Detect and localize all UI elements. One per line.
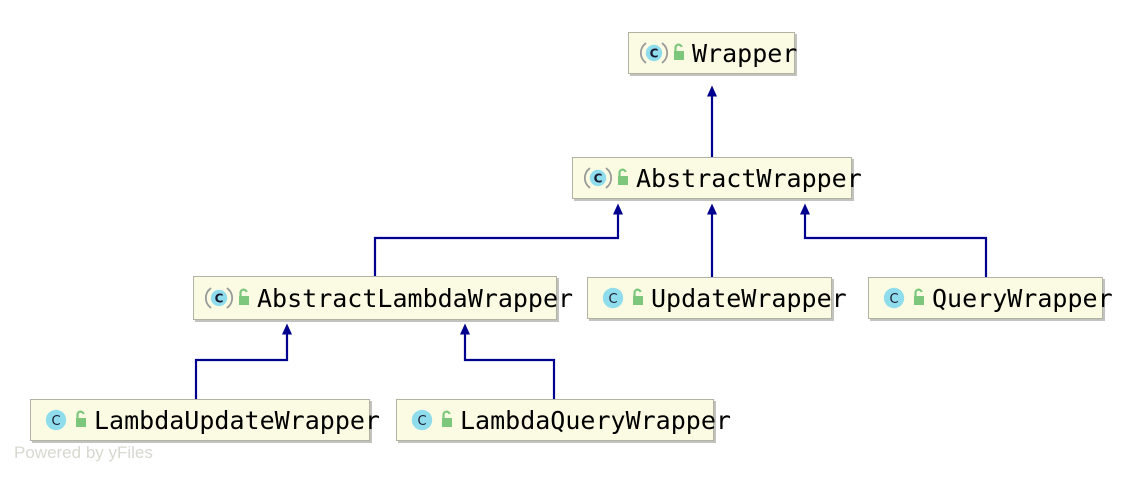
node-icons: C <box>879 285 928 311</box>
class-name-label: LambdaUpdateWrapper <box>94 405 380 435</box>
abstract-class-icon: C <box>639 40 669 66</box>
node-icons: C <box>639 40 688 66</box>
svg-text:C: C <box>889 292 898 307</box>
svg-text:C: C <box>51 414 60 429</box>
svg-text:C: C <box>215 292 224 306</box>
class-icon: C <box>41 407 71 433</box>
node-icons: C <box>583 165 632 191</box>
abstract-class-icon: C <box>204 285 234 311</box>
class-icon: C <box>407 407 437 433</box>
class-node-update-wrapper[interactable]: C UpdateWrapper <box>587 277 847 319</box>
class-node-abstract-lambda-wrapper[interactable]: C AbstractLambdaWrapper <box>193 276 573 320</box>
public-unlocked-icon <box>629 287 647 309</box>
edge-lambda-update-wrapper-to-abstract-lambda-wrapper <box>194 323 292 399</box>
yfiles-watermark: Powered by yFiles <box>14 443 153 462</box>
class-node-wrapper[interactable]: C Wrapper <box>628 32 797 74</box>
svg-text:C: C <box>417 414 426 429</box>
node-icons: C <box>204 285 253 311</box>
public-unlocked-icon <box>910 287 928 309</box>
class-icon: C <box>879 285 909 311</box>
abstract-class-icon: C <box>583 165 613 191</box>
class-name-label: Wrapper <box>692 38 798 68</box>
edge-abstract-lambda-wrapper-to-abstract-wrapper <box>373 203 623 276</box>
svg-text:C: C <box>650 47 659 61</box>
class-name-label: LambdaQueryWrapper <box>460 405 731 435</box>
edge-query-wrapper-to-abstract-wrapper <box>800 203 988 277</box>
public-unlocked-icon <box>614 167 632 189</box>
svg-text:C: C <box>608 292 617 307</box>
class-name-label: UpdateWrapper <box>651 283 847 313</box>
public-unlocked-icon <box>72 409 90 431</box>
class-node-lambda-query-wrapper[interactable]: C LambdaQueryWrapper <box>396 399 731 441</box>
class-icon: C <box>598 285 628 311</box>
node-icons: C <box>407 407 456 433</box>
edge-lambda-query-wrapper-to-abstract-lambda-wrapper <box>460 323 556 399</box>
class-name-label: AbstractLambdaWrapper <box>257 283 574 313</box>
class-node-query-wrapper[interactable]: C QueryWrapper <box>868 277 1113 319</box>
class-node-abstract-wrapper[interactable]: C AbstractWrapper <box>572 157 862 199</box>
node-icons: C <box>598 285 647 311</box>
node-icons: C <box>41 407 90 433</box>
class-name-label: AbstractWrapper <box>636 163 862 193</box>
svg-text:C: C <box>594 172 603 186</box>
public-unlocked-icon <box>438 409 456 431</box>
public-unlocked-icon <box>670 42 688 64</box>
class-node-lambda-update-wrapper[interactable]: C LambdaUpdateWrapper <box>30 399 380 441</box>
class-name-label: QueryWrapper <box>932 283 1113 313</box>
public-unlocked-icon <box>235 287 253 309</box>
